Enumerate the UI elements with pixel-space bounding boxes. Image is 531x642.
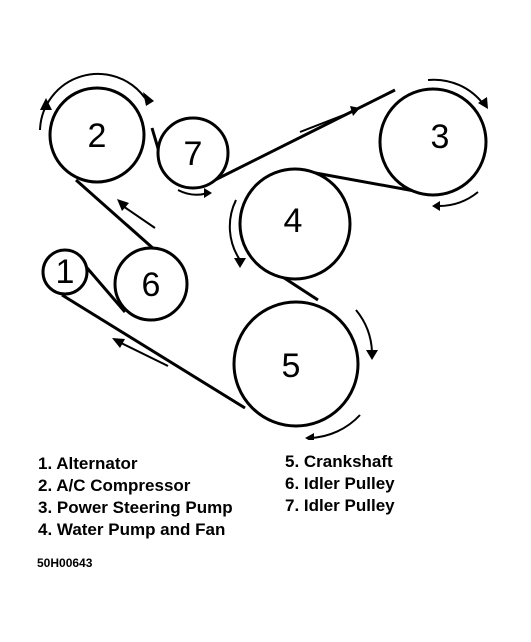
pulley-4: 4 bbox=[238, 167, 352, 281]
legend-item-crankshaft: 5. Crankshaft bbox=[285, 452, 393, 471]
belt-routing-diagram: 2 7 3 4 1 6 5 bbox=[39, 72, 488, 440]
arrow-curved-icon bbox=[177, 188, 212, 198]
direction-arrows bbox=[39, 72, 488, 440]
arrow-straight-icon bbox=[299, 106, 360, 133]
arrow-curved-icon bbox=[228, 199, 246, 268]
arrow-curved-icon bbox=[39, 72, 154, 131]
pulley-6-number: 6 bbox=[142, 266, 161, 304]
pulley-7-number: 7 bbox=[184, 135, 203, 173]
arrow-curved-icon bbox=[305, 414, 361, 440]
legend-right: 5. Crankshaft 6. Idler Pulley 7. Idler P… bbox=[285, 451, 395, 517]
pulley-7: 7 bbox=[156, 116, 230, 190]
pulley-2: 2 bbox=[48, 86, 146, 184]
arrow-curved-icon bbox=[432, 191, 479, 211]
pulley-4-number: 4 bbox=[284, 202, 303, 240]
pulley-1-number: 1 bbox=[56, 253, 75, 291]
pulley-2-number: 2 bbox=[88, 117, 107, 155]
belt-direction-arrows bbox=[112, 106, 360, 367]
pulley-3-number: 3 bbox=[431, 118, 450, 156]
serpentine-belt bbox=[61, 88, 421, 410]
legend-item-idler-pulley-6: 6. Idler Pulley bbox=[285, 474, 395, 493]
arrow-curved-icon bbox=[427, 78, 488, 109]
legend-item-alternator: 1. Alternator bbox=[38, 454, 138, 473]
pulley-3: 3 bbox=[378, 87, 488, 197]
figure-id: 50H00643 bbox=[37, 556, 93, 570]
pulley-5-number: 5 bbox=[282, 347, 301, 385]
arrow-straight-icon bbox=[112, 338, 169, 367]
arrow-straight-icon bbox=[117, 199, 156, 229]
legend-left: 1. Alternator 2. A/C Compressor 3. Power… bbox=[38, 453, 233, 541]
legend-item-ac-compressor: 2. A/C Compressor bbox=[38, 476, 191, 495]
pulley-1: 1 bbox=[41, 248, 89, 296]
pulley-5: 5 bbox=[232, 300, 360, 428]
pulley-6: 6 bbox=[113, 246, 189, 322]
arrow-curved-icon bbox=[355, 309, 378, 360]
legend-item-idler-pulley-7: 7. Idler Pulley bbox=[285, 496, 395, 515]
legend-item-power-steering-pump: 3. Power Steering Pump bbox=[38, 498, 233, 517]
legend-item-water-pump-fan: 4. Water Pump and Fan bbox=[38, 520, 226, 539]
